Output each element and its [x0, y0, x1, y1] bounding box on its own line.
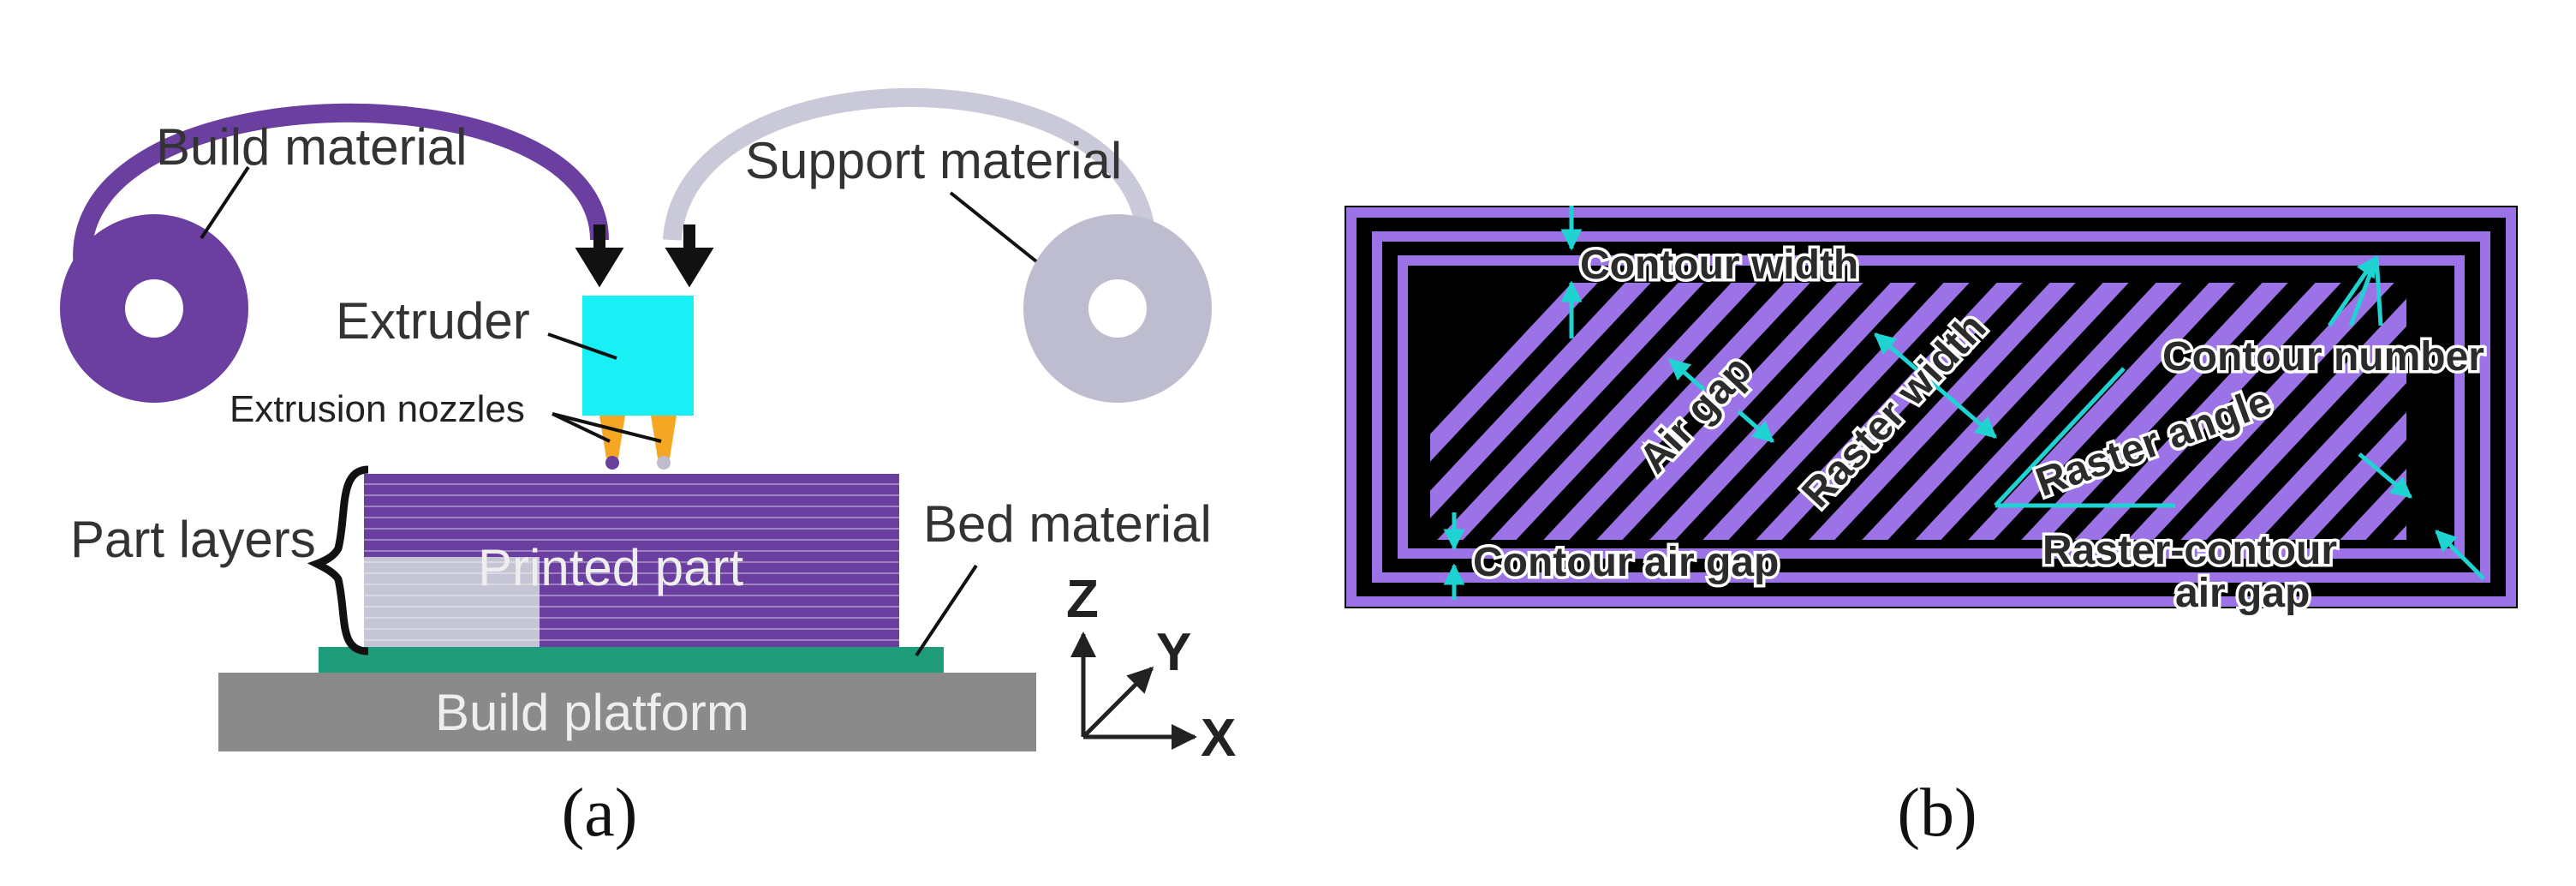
- raster-angle-line: [1994, 367, 2126, 507]
- nozzle-leader-1: [552, 412, 611, 443]
- raster-line: [1968, 283, 2235, 540]
- support-material-label: Support material: [745, 132, 1122, 189]
- build-droplet: [605, 456, 619, 470]
- raster-line: [1430, 283, 1598, 462]
- axes-triad: Z Y X: [1066, 570, 1236, 768]
- build-platform-label: Build platform: [435, 684, 749, 741]
- raster-line: [1915, 283, 2182, 540]
- contour-ring: [1372, 231, 2490, 583]
- panel-a: Build material Support material Extruder…: [60, 87, 1236, 851]
- support-region: [364, 557, 540, 647]
- panel-b: Contour width Contour number Air gap Ras…: [1345, 206, 2576, 851]
- raster-width-arrow: [1874, 332, 1997, 439]
- raster-line: [2287, 411, 2406, 540]
- air-gap-arrow-top: [1668, 358, 1706, 392]
- build-platform: [218, 673, 1036, 751]
- raster-line: [1596, 283, 1863, 540]
- raster-line: [2557, 274, 2576, 548]
- raster-contour-label-line2: air gap: [2175, 571, 2310, 616]
- panel-b-caption: (b): [1897, 775, 1977, 851]
- contour-number-arrow-2: [2348, 256, 2379, 326]
- extruder-block: [582, 296, 694, 416]
- raster-line: [2021, 283, 2288, 540]
- raster-line: [1702, 283, 1970, 540]
- raster-line: [1430, 283, 1651, 518]
- support-feed-arrow: [665, 224, 714, 288]
- contour-number-arrow-3: [2374, 256, 2383, 326]
- raster-line: [1649, 283, 1917, 540]
- z-axis-label: Z: [1066, 570, 1099, 629]
- raster-contour-label-line1: Raster-contour: [2042, 528, 2337, 573]
- contour-number-arrow-1: [2327, 254, 2379, 327]
- extruder-leader: [547, 332, 617, 360]
- support-spool-hub: [1088, 279, 1147, 338]
- part-layers-label: Part layers: [70, 511, 316, 568]
- raster-area: [1430, 274, 2576, 548]
- y-axis: [1082, 666, 1154, 739]
- raster-line: [2127, 283, 2394, 540]
- build-material-leader: [200, 165, 250, 240]
- printed-part-label: Printed part: [478, 539, 743, 596]
- contour-air-gap-label: Contour air gap: [1473, 540, 1779, 585]
- layer-lines: [364, 483, 899, 641]
- air-gap-arrow-bottom: [1737, 410, 1774, 443]
- y-axis-label: Y: [1156, 623, 1191, 682]
- bed-material-leader: [915, 564, 978, 657]
- support-droplet: [657, 456, 671, 470]
- part-layers-brace: [307, 465, 369, 656]
- build-filament: [73, 103, 609, 285]
- raster-line: [1490, 283, 1757, 540]
- raster-line: [2074, 283, 2341, 540]
- nozzle-leader-2: [552, 412, 662, 443]
- build-material-label: Build material: [156, 118, 468, 176]
- raster-line: [1543, 283, 1810, 540]
- raster-contour-arrow-top: [2358, 452, 2412, 499]
- x-axis-label: X: [1201, 709, 1236, 768]
- bed-material-label: Bed material: [923, 495, 1212, 553]
- contour-ring: [1398, 255, 2465, 559]
- extruder-label: Extruder: [336, 292, 530, 350]
- bed-material: [319, 647, 944, 673]
- build-spool-hub: [125, 279, 183, 338]
- support-material-leader: [949, 191, 1038, 263]
- contour-number-label: Contour number: [2162, 334, 2484, 380]
- annotation-arrows: [1443, 206, 2485, 600]
- contour-ring: [1346, 207, 2516, 607]
- raster-line: [2340, 469, 2406, 540]
- raster-line: [2233, 355, 2406, 540]
- contour-width-label: Contour width: [1580, 242, 1858, 288]
- build-feed-arrow: [575, 224, 624, 288]
- raster-lines: [1430, 274, 2576, 548]
- support-nozzle: [651, 416, 677, 458]
- raster-line: [2180, 298, 2406, 540]
- support-filament: [663, 87, 1156, 295]
- extrusion-nozzles-label: Extrusion nozzles: [230, 388, 525, 430]
- panel-a-caption: (a): [562, 775, 638, 851]
- raster-contour-arrow-bottom: [2435, 530, 2485, 580]
- printed-part: [364, 474, 899, 647]
- raster-line: [1437, 283, 1704, 540]
- contour-rings: [1346, 207, 2516, 607]
